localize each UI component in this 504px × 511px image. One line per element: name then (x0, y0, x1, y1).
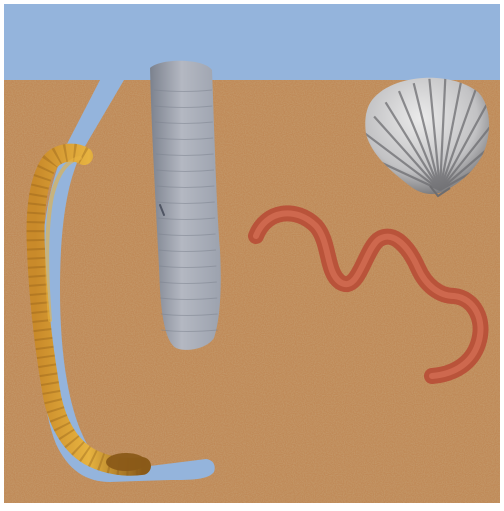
sky-band (4, 4, 500, 80)
